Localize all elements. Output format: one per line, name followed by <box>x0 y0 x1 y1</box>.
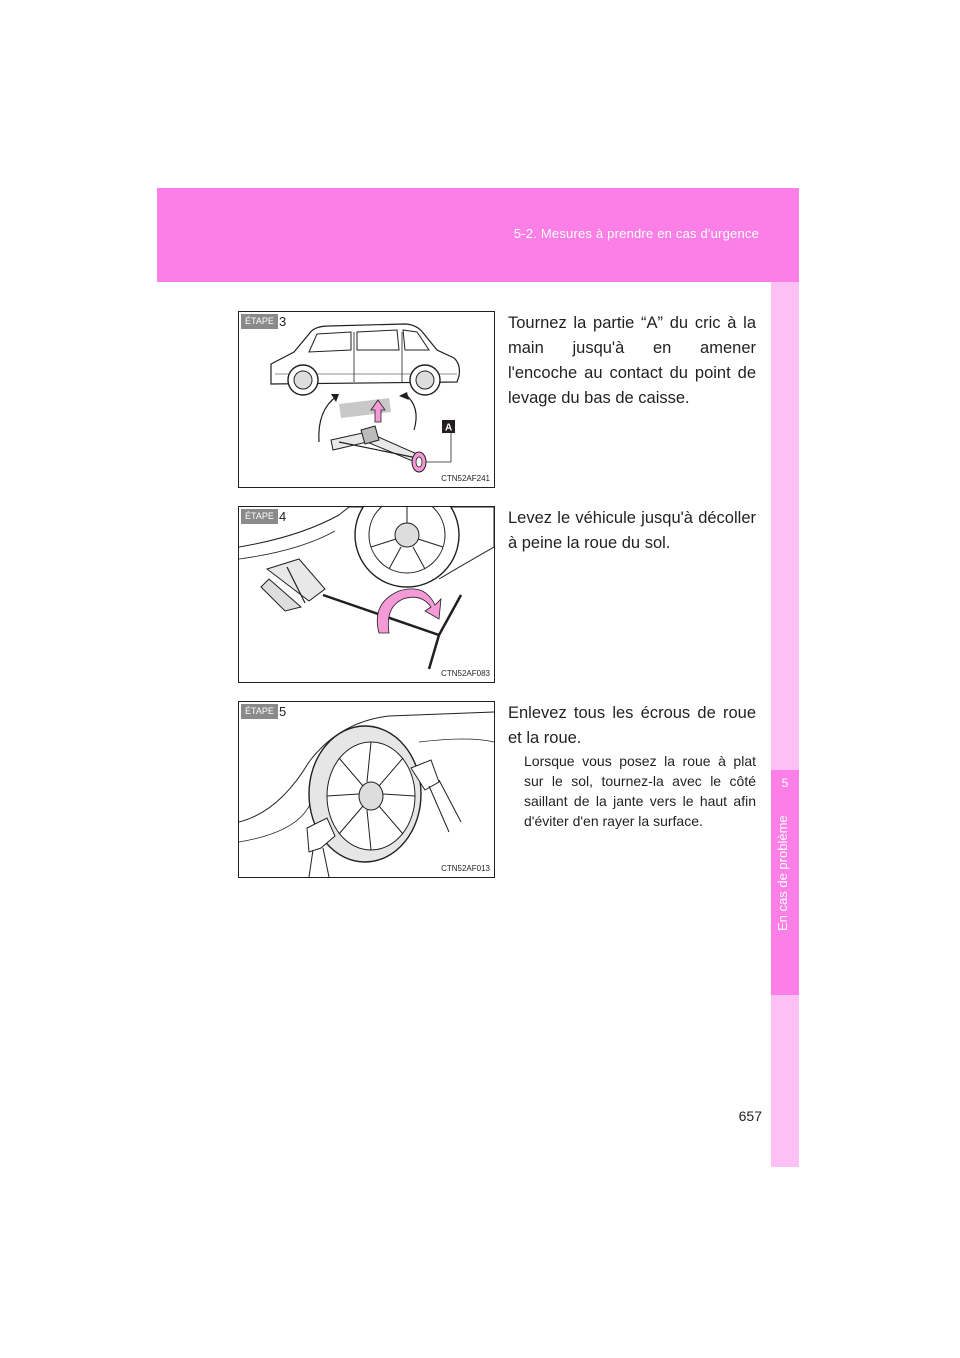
step-5-text: Enlevez tous les écrous de roue et la ro… <box>508 704 756 747</box>
chapter-number: 5 <box>781 776 789 790</box>
chapter-side-tab <box>771 282 799 1167</box>
step-3-text: Tournez la partie “A” du cric à la main … <box>508 314 756 407</box>
callout-a-label: A <box>445 423 452 434</box>
figure-code: CTN52AF241 <box>441 474 490 483</box>
figure-code: CTN52AF013 <box>441 864 490 873</box>
section-title: 5-2. Mesures à prendre en cas d'urgence <box>513 226 759 241</box>
etape-number: 3 <box>279 314 287 329</box>
etape-number: 4 <box>279 509 287 524</box>
chapter-label: En cas de problème <box>775 815 790 931</box>
etape-badge: ÉTAPE <box>241 314 278 329</box>
section-header: 5-2. Mesures à prendre en cas d'urgence <box>157 188 799 282</box>
wheel-removal-illustration <box>239 711 494 877</box>
step-5-note: Lorsque vous posez la roue à plat sur le… <box>524 753 756 829</box>
step-4-figure: ÉTAPE 4 CTN52AF083 <box>238 506 495 683</box>
chapter-number-box <box>771 770 799 995</box>
jack-lifting-illustration <box>239 507 494 670</box>
etape-badge: ÉTAPE <box>241 704 278 719</box>
etape-number: 5 <box>279 704 287 719</box>
etape-badge: ÉTAPE <box>241 509 278 524</box>
figure-code: CTN52AF083 <box>441 669 490 678</box>
step-3-figure: A ÉTAPE 3 CTN52AF241 <box>238 311 495 488</box>
step-4-text: Levez le véhicule jusqu'à décoller à pei… <box>508 509 756 552</box>
car-and-jack-illustration: A <box>270 323 461 473</box>
step-5-figure: ÉTAPE 5 CTN52AF013 <box>238 701 495 878</box>
page-number: 657 <box>738 1108 762 1124</box>
